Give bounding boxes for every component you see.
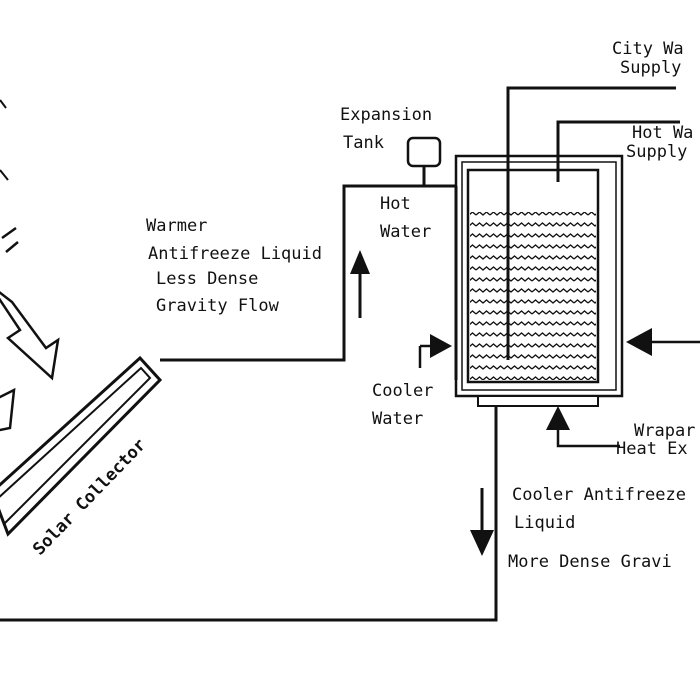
warm-supply-pipe	[160, 184, 466, 362]
warm-flow-up-arrow	[350, 250, 370, 318]
ray-tick	[1, 226, 17, 240]
sun-ray-arrow-lower	[0, 387, 16, 432]
expansion-tank-label: Expansion Tank	[340, 105, 442, 153]
ray-tick	[0, 169, 9, 181]
flow-arrows	[350, 250, 700, 556]
wraparound-arrow	[626, 328, 700, 356]
ray-tick	[5, 241, 19, 253]
cool-return-pipe	[0, 400, 498, 622]
solar-collector	[0, 355, 163, 537]
heat-exchanger-label: Heat Ex	[616, 439, 688, 459]
jacket-inner-wall	[461, 161, 617, 391]
more-dense-gravity-label: More Dense Gravi	[508, 552, 672, 572]
water-fill	[470, 212, 596, 380]
heat-exchanger-arrow	[546, 406, 620, 448]
sun-ray-arrow-upper	[0, 291, 60, 381]
antifreeze-pipe-loop	[0, 166, 498, 622]
cooler-antifreeze-label: Cooler Antifreeze Liquid	[512, 485, 696, 533]
city-water-pipe	[506, 86, 676, 360]
city-water-supply-label: City Wa Supply	[612, 39, 694, 78]
hot-water-supply-label: Hot Wa Supply	[626, 123, 700, 162]
sun-ray-arrows	[0, 99, 60, 432]
cooler-water-label: Cooler Water	[372, 381, 444, 429]
expansion-tank	[406, 136, 442, 168]
heat-exchanger-tank	[454, 154, 624, 407]
hot-water-label: Hot Water	[380, 194, 431, 242]
tank-base	[477, 395, 599, 407]
warmer-antifreeze-label: Warmer Antifreeze Liquid Less Dense Grav…	[146, 216, 332, 316]
hot-water-pipe	[556, 120, 680, 182]
cooler-water-arrow	[418, 334, 452, 368]
ray-tick	[0, 99, 7, 109]
cool-flow-down-arrow	[470, 488, 494, 556]
wraparound-label: Wrapar	[634, 421, 695, 441]
